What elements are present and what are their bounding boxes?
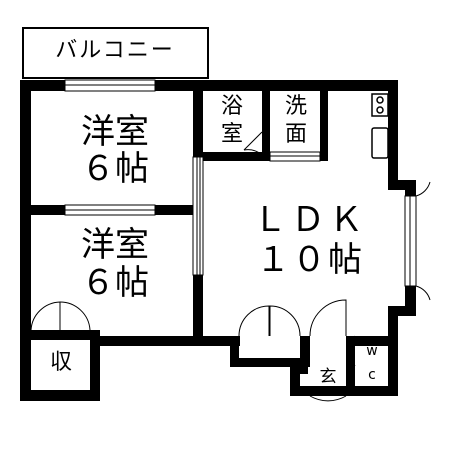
western-room-1-size: ６帖 bbox=[81, 149, 149, 189]
entrance-label: 玄 bbox=[319, 367, 337, 387]
kitchen-fixtures bbox=[371, 93, 389, 159]
sliding-doors bbox=[192, 151, 321, 276]
door-swings bbox=[30, 131, 431, 402]
western-room-1-name: 洋室 bbox=[81, 112, 149, 152]
western-room-2-size: ６帖 bbox=[81, 263, 149, 303]
storage-label: 収 bbox=[49, 350, 72, 375]
balcony-label: バルコニー bbox=[55, 38, 175, 63]
bath-label-2: 室 bbox=[220, 122, 243, 147]
windows bbox=[64, 79, 417, 287]
balcony-outline bbox=[22, 27, 209, 79]
washroom-label-1: 洗 bbox=[284, 94, 307, 119]
ldk-size: １０帖 bbox=[256, 240, 364, 280]
bath-label-1: 浴 bbox=[220, 94, 243, 119]
outer-walls bbox=[20, 80, 416, 401]
wc-label-2: c bbox=[368, 367, 376, 383]
western-room-2-name: 洋室 bbox=[81, 225, 149, 265]
washroom-label-2: 面 bbox=[284, 122, 307, 147]
ldk-name: ＬＤＫ bbox=[253, 200, 367, 240]
wc-label-1: w bbox=[366, 343, 378, 359]
